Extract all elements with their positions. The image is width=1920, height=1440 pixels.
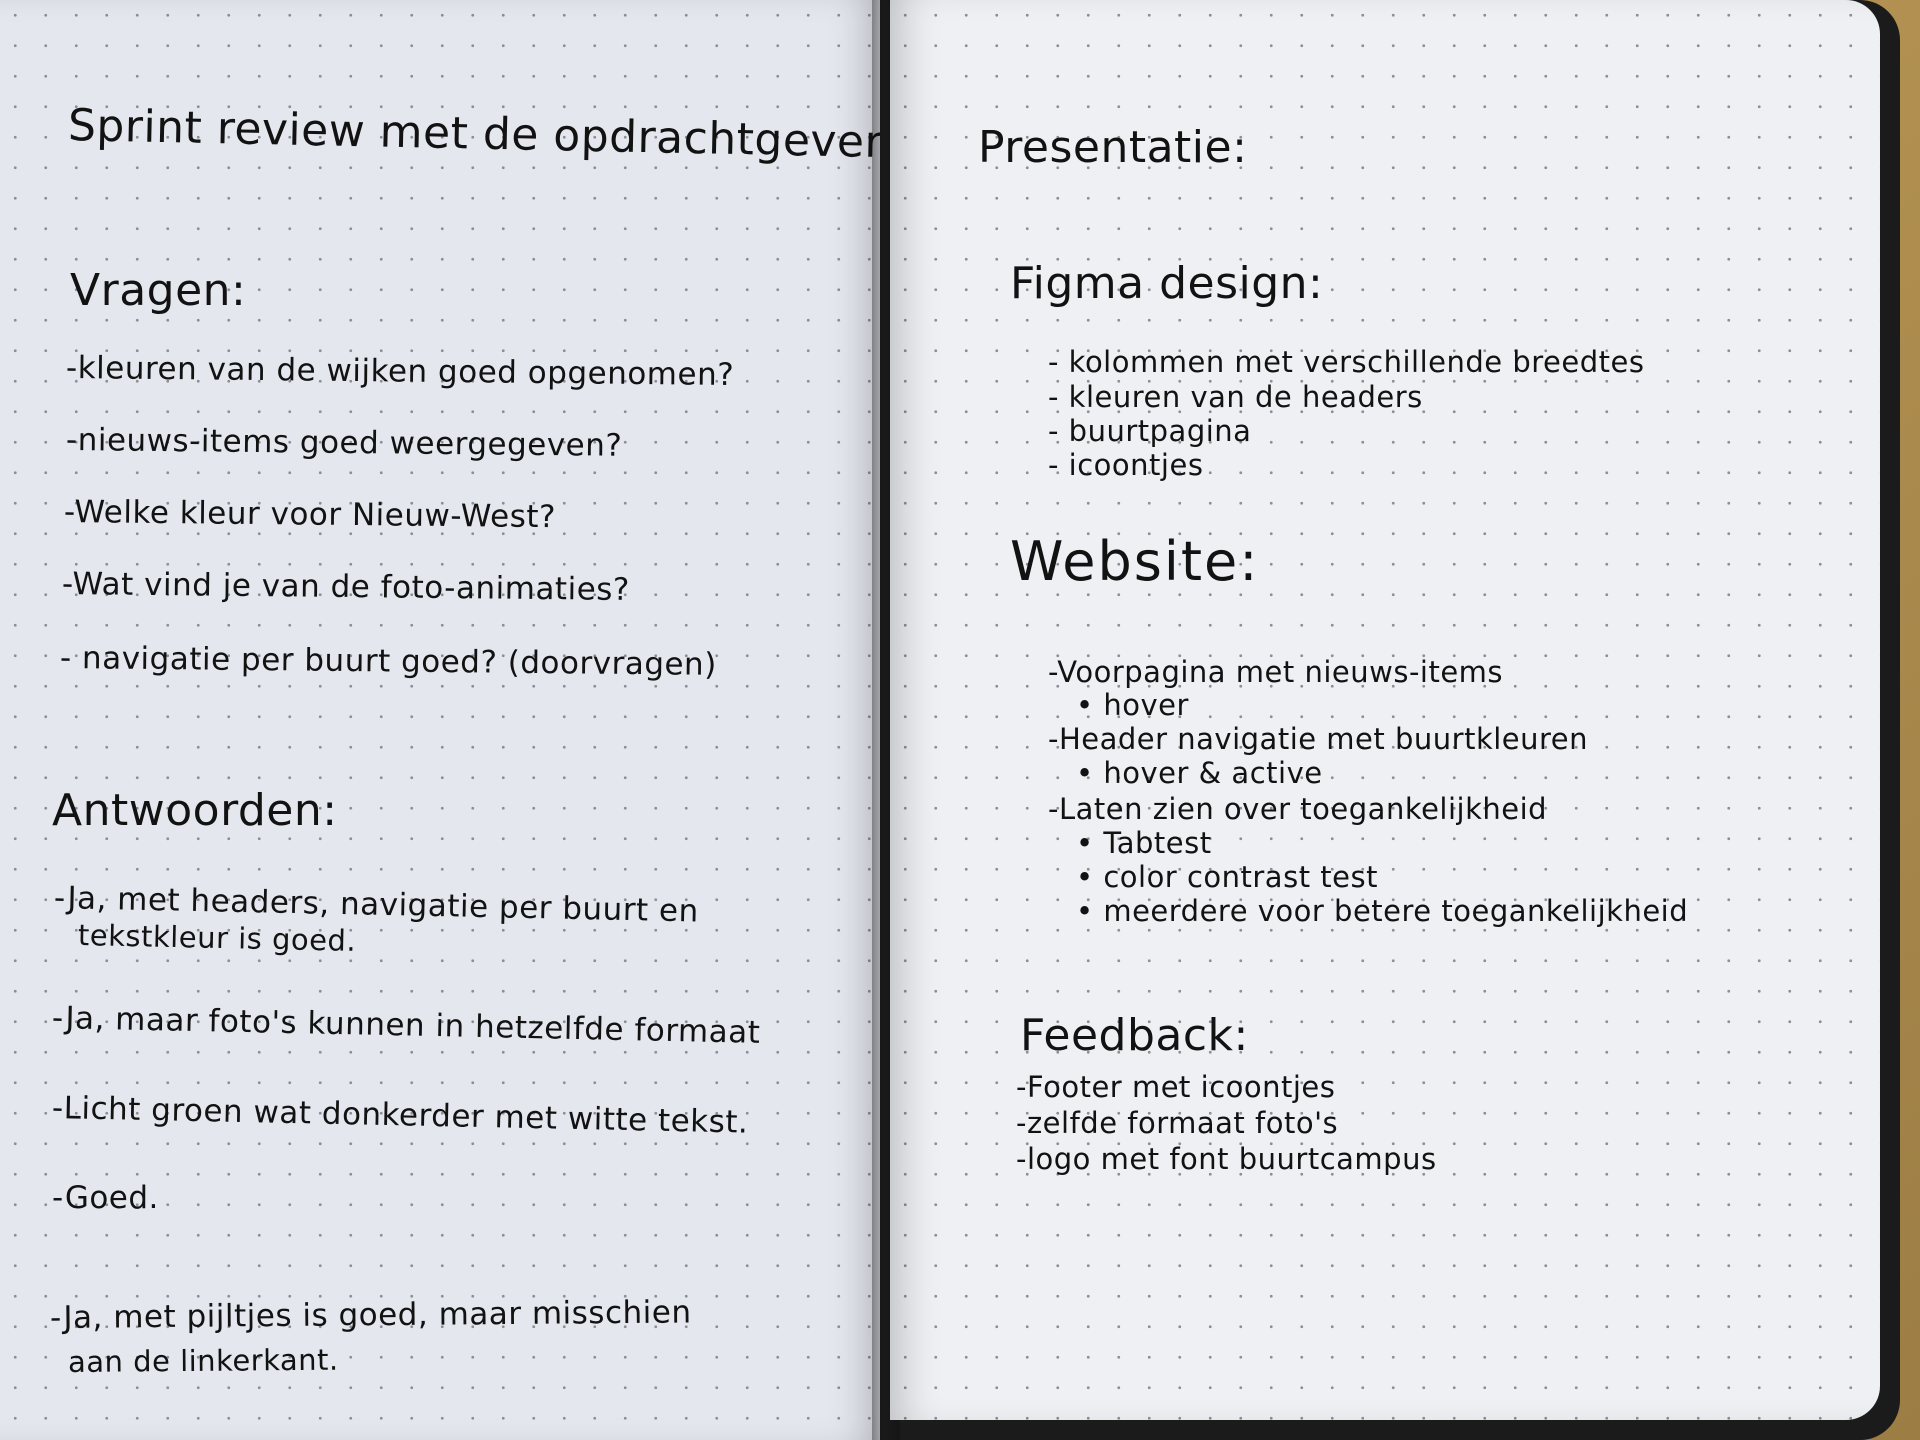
website-subitem: • hover & active (1076, 756, 1323, 790)
answers-heading: Antwoorden: (52, 785, 338, 836)
website-item: -Header navigatie met buurtkleuren (1048, 722, 1589, 756)
answer-item: -Ja, maar foto's kunnen in hetzelfde for… (51, 1000, 761, 1051)
figma-heading: Figma design: (1010, 258, 1324, 309)
feedback-heading: Feedback: (1020, 1010, 1249, 1061)
answer-item-cont: tekstkleur is goed. (77, 918, 357, 958)
website-subitem: • Tabtest (1076, 826, 1212, 860)
website-subitem: • meerdere voor betere toegankelijkheid (1076, 894, 1689, 928)
website-item: -Laten zien over toegankelijkheid (1048, 792, 1548, 826)
figma-item: - kolommen met verschillende breedtes (1048, 345, 1645, 379)
figma-item: - buurtpagina (1048, 414, 1252, 448)
question-item: - navigatie per buurt goed? (doorvragen) (59, 640, 717, 683)
website-item: -Voorpagina met nieuws-items (1048, 655, 1504, 689)
answer-item: -Goed. (52, 1180, 159, 1216)
website-heading: Website: (1010, 530, 1260, 593)
answer-item-cont: aan de linkerkant. (67, 1342, 339, 1379)
feedback-item: -zelfde formaat foto's (1016, 1106, 1339, 1140)
website-subitem: • hover (1076, 688, 1189, 722)
question-item: -nieuws-items goed weergegeven? (65, 422, 623, 464)
answer-item: -Licht groen wat donkerder met witte tek… (51, 1090, 749, 1141)
question-item: -Wat vind je van de foto-animaties? (61, 566, 631, 608)
answer-item: -Ja, met pijltjes is goed, maar misschie… (49, 1294, 692, 1336)
feedback-item: -Footer met icoontjes (1016, 1070, 1336, 1104)
feedback-item: -logo met font buurtcampus (1016, 1142, 1437, 1176)
question-item: -kleuren van de wijken goed opgenomen? (65, 350, 735, 393)
website-subitem: • color contrast test (1076, 860, 1378, 894)
figma-item: - icoontjes (1048, 448, 1204, 482)
left-page: Sprint review met de opdrachtgever Vrage… (0, 0, 880, 1440)
figma-item: - kleuren van de headers (1048, 380, 1423, 414)
page-title: Sprint review met de opdrachtgever (67, 100, 880, 169)
question-item: -Welke kleur voor Nieuw-West? (63, 494, 557, 536)
questions-heading: Vragen: (70, 265, 247, 316)
right-page: Presentatie: Figma design: - kolommen me… (890, 0, 1880, 1420)
presentation-title: Presentatie: (978, 122, 1248, 173)
